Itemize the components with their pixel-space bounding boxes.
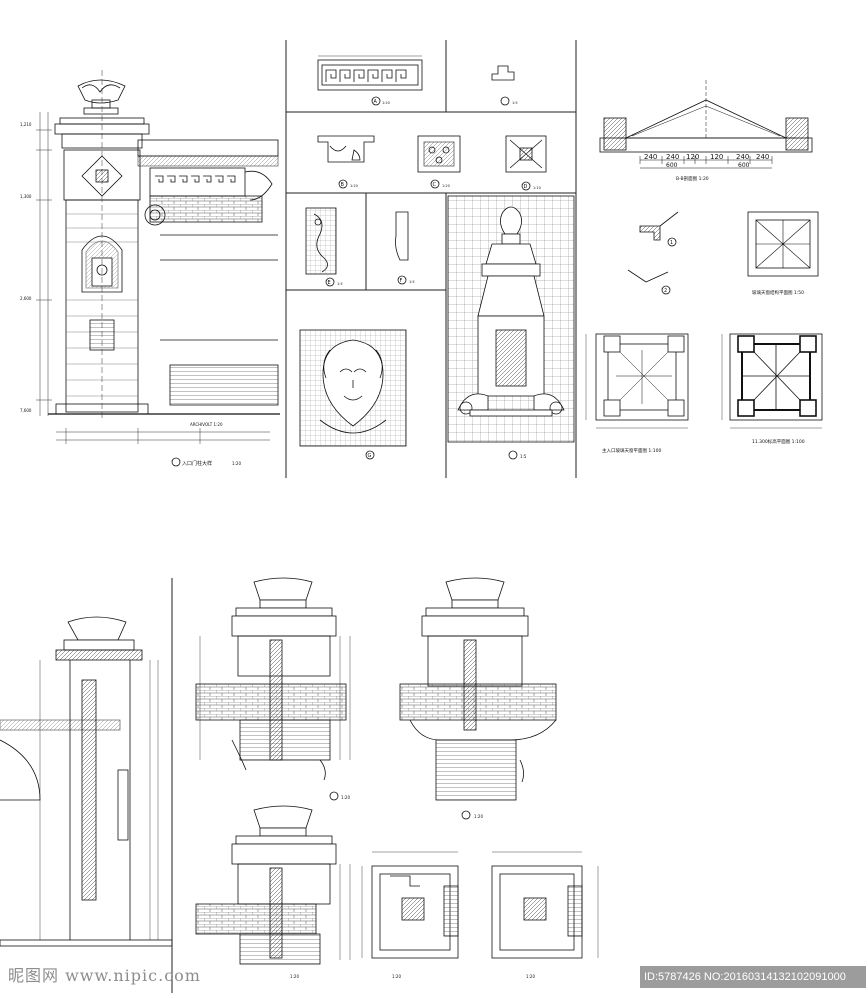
detail-small-scale: 1:5	[512, 101, 518, 105]
pillar-plans	[361, 851, 599, 959]
circle-e-label: E	[328, 280, 331, 286]
circle-d-label: D	[524, 184, 528, 190]
section-bb-title: B-B剖面图 1:20	[676, 175, 709, 182]
bb-dim-6: 240	[756, 153, 769, 161]
pillar-section-1	[195, 577, 351, 801]
grid-panel-caption: 1:5	[520, 454, 527, 459]
bb-total-left: 600	[666, 162, 678, 169]
detail-e-scale: 1:5	[337, 282, 343, 286]
section-1-scale: 1:20	[341, 795, 350, 800]
bb-dim-5: 240	[736, 153, 749, 161]
circle-f-label: F	[400, 278, 403, 284]
bb-total-right: 600	[738, 162, 750, 169]
section-3-scale: 1:20	[290, 974, 299, 979]
section-2-scale: 1:20	[474, 814, 483, 819]
finial-elevation-grid	[447, 195, 575, 460]
plan-1-scale: 1:20	[392, 974, 401, 979]
small-details-1-2	[627, 211, 679, 295]
detail-ef	[305, 207, 409, 287]
pillar-section-3	[195, 805, 351, 965]
entry-roof-plan-title: 主入口玻璃天窗平面图 1:100	[602, 447, 662, 454]
svg-text:1,210: 1,210	[20, 122, 32, 127]
circle-2-label: 2	[664, 288, 667, 294]
roof-plans	[585, 333, 823, 429]
detail-a-frieze	[317, 55, 515, 106]
main-pillar-elevation: 1,210 1,300 2,600 7,600 ARCHIVOLT 1:20	[20, 70, 280, 467]
svg-text:1,300: 1,300	[20, 194, 32, 199]
glass-roof-structure-plan	[747, 211, 819, 277]
circle-b-label: B	[341, 182, 345, 188]
svg-text:2,600: 2,600	[20, 296, 32, 301]
pillar-section-2	[399, 577, 557, 820]
bb-dim-4: 120	[710, 153, 723, 161]
image-id-banner: ID:5787426 NO:20160314132102091000	[640, 966, 866, 988]
detail-bcd	[317, 135, 547, 191]
bb-dim-3: 120	[686, 153, 699, 161]
circle-a-label: A	[374, 99, 378, 105]
bb-dimension-labels: 240 240 120 120 240 240 600 600	[644, 153, 769, 169]
main-elevation-title: 入口门柱大样	[182, 460, 212, 467]
bb-dim-1: 240	[644, 153, 657, 161]
circle-1-label: 1	[670, 240, 673, 246]
detail-g-lion-mask	[299, 329, 407, 460]
detail-f-scale: 1:5	[409, 280, 415, 284]
section-bb-roof	[599, 80, 813, 169]
detail-b-scale: 1:20	[350, 184, 358, 188]
nipic-watermark: 昵图网 www.nipic.com	[8, 966, 201, 985]
main-elevation-scale: 1:20	[232, 461, 241, 466]
detail-c-scale: 1:20	[442, 184, 450, 188]
svg-text:ARCHIVOLT 1:20: ARCHIVOLT 1:20	[190, 422, 223, 427]
detail-a-scale: 1:20	[382, 101, 390, 105]
circle-c-label: C	[433, 182, 437, 188]
sheet-dividers	[171, 40, 577, 993]
bb-dim-2: 240	[666, 153, 679, 161]
bottom-left-section	[0, 616, 173, 947]
glass-roof-plan-title: 玻璃天窗结构平面图 1:50	[752, 289, 804, 296]
circle-g-label: G	[368, 453, 372, 459]
detail-d-scale: 1:10	[533, 186, 541, 190]
svg-text:7,600: 7,600	[20, 408, 32, 413]
roof-layout-plan-title: 11.300标高平面图 1:100	[752, 438, 805, 445]
plan-2-scale: 1:20	[526, 974, 535, 979]
